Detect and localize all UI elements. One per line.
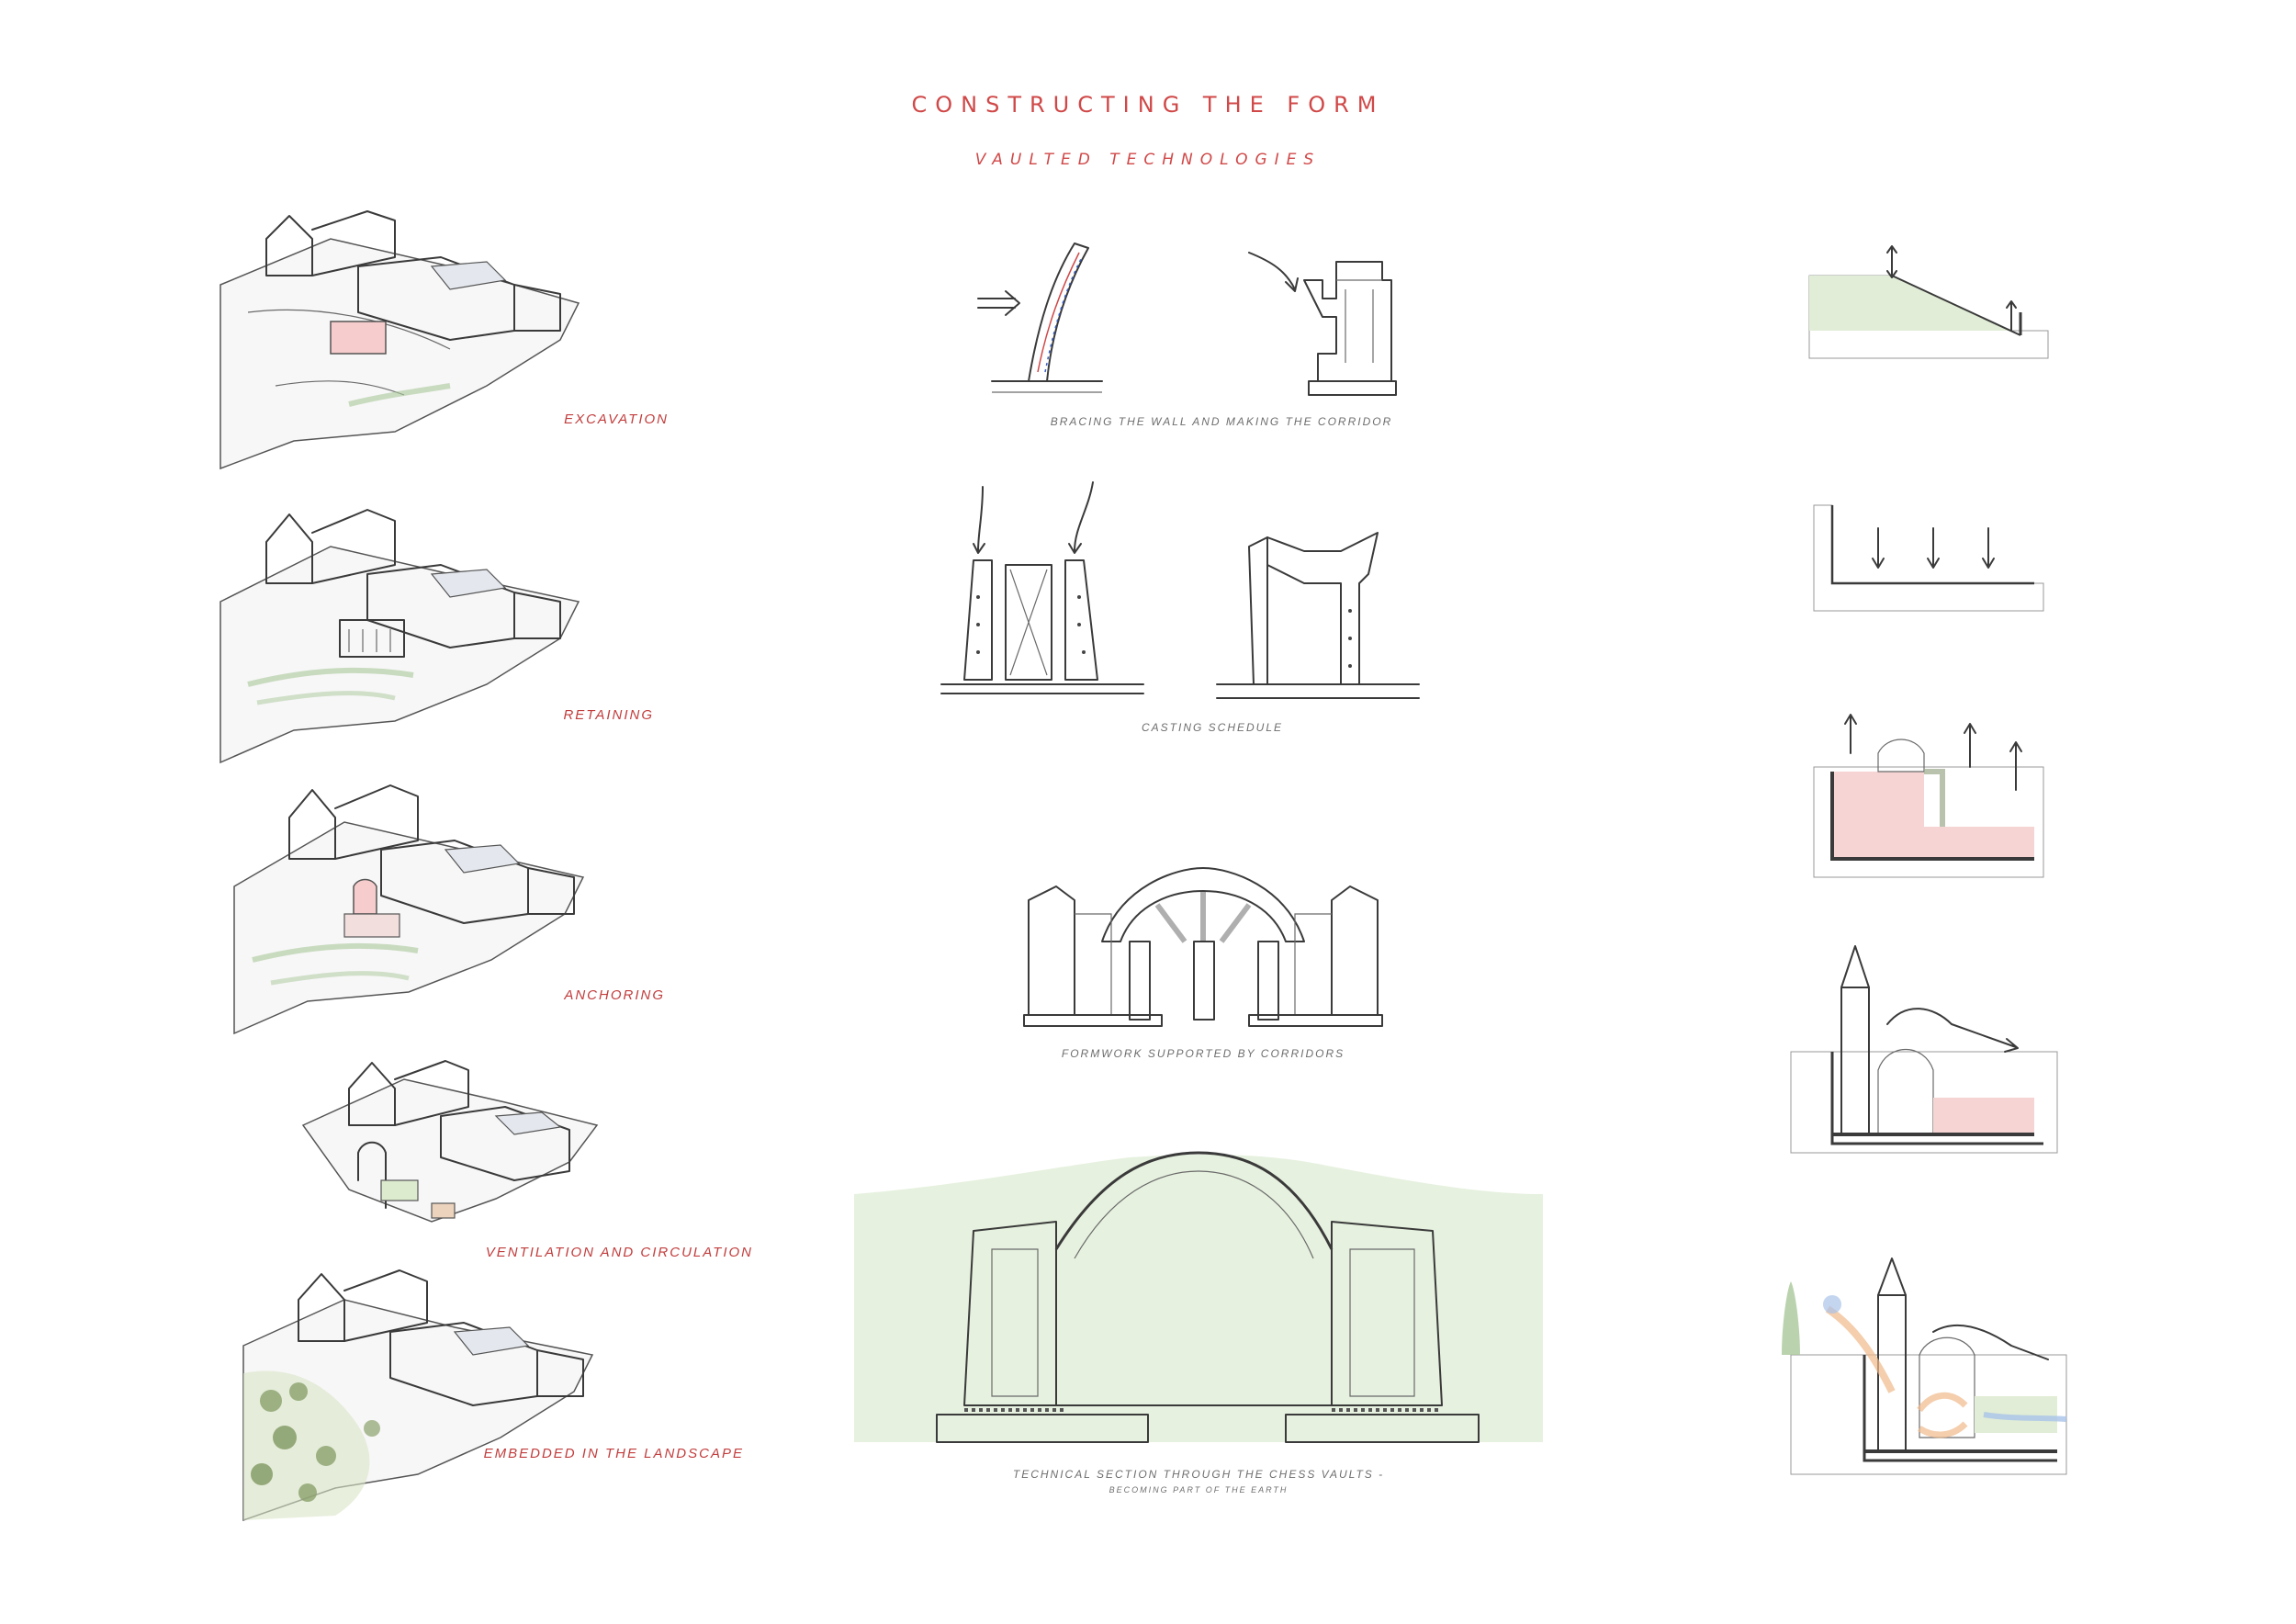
page-subtitle: VAULTED TECHNOLOGIES [974, 151, 1322, 169]
section-anchoring [1813, 714, 2044, 878]
section-ventilation [1790, 945, 2058, 1154]
axonometric-excavation [219, 210, 580, 470]
page-title: CONSTRUCTING THE FORM [911, 92, 1385, 118]
stage-label-anchoring: ANCHORING [564, 987, 665, 1003]
axonometric-embedded-landscape [242, 1269, 594, 1522]
caption-bracing: BRACING THE WALL AND MAKING THE CORRIDOR [1050, 415, 1393, 428]
bracing-diagram-corridor [1248, 252, 1397, 396]
stage-label-ventilation: VENTILATION AND CIRCULATION [485, 1245, 753, 1260]
axonometric-anchoring [233, 784, 585, 1035]
stage-label-excavation: EXCAVATION [564, 412, 669, 427]
axonometric-retaining [219, 509, 580, 764]
section-excavation [1808, 245, 2049, 359]
casting-schedule-diagram-right [1216, 532, 1420, 699]
section-retaining [1813, 504, 2044, 612]
caption-section: TECHNICAL SECTION THROUGH THE CHESS VAUL… [1012, 1468, 1385, 1481]
section-embedded-airflow [1782, 1257, 2067, 1475]
stage-label-embedded: EMBEDDED IN THE LANDSCAPE [483, 1446, 744, 1461]
technical-section-chess-vaults [854, 1151, 1543, 1443]
stage-label-retaining: RETAINING [563, 707, 654, 723]
bracing-diagram-wall [977, 242, 1103, 393]
casting-schedule-diagram-left [940, 481, 1144, 694]
caption-formwork: FORMWORK SUPPORTED BY CORRIDORS [1061, 1047, 1345, 1060]
formwork-diagram [1023, 867, 1383, 1027]
caption-casting: CASTING SCHEDULE [1141, 721, 1284, 734]
axonometric-ventilation [301, 1060, 599, 1223]
caption-section-sub: BECOMING PART OF THE EARTH [1109, 1485, 1289, 1494]
